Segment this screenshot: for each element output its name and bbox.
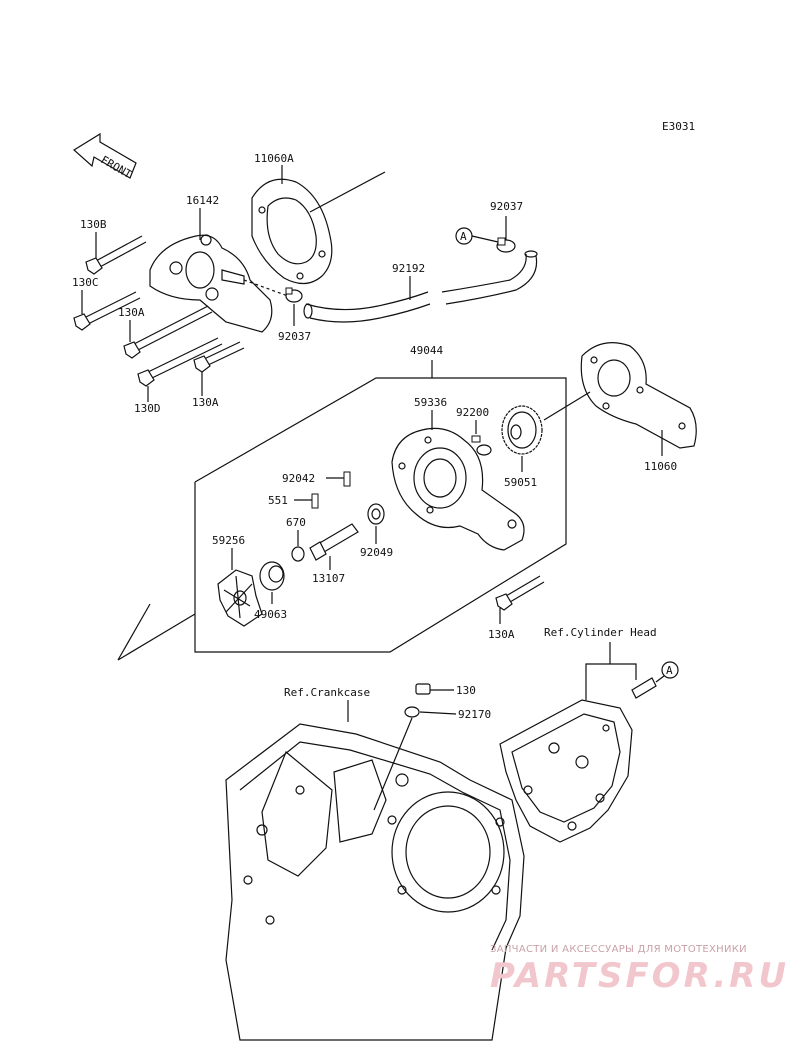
bolt-130A-upper — [123, 305, 213, 359]
label-130A-upper: 130A — [118, 306, 145, 319]
label-670: 670 — [286, 516, 306, 529]
label-551: 551 — [268, 494, 288, 507]
crankcase — [225, 723, 525, 1041]
watermark-caption: ЗАПЧАСТИ И АКСЕССУАРЫ ДЛЯ МОТОТЕХНИКИ — [490, 944, 747, 955]
bolt-130A-bottom — [495, 575, 545, 624]
label-92042: 92042 — [282, 472, 315, 485]
fitting-a-cylinder — [631, 675, 665, 699]
label-16142: 16142 — [186, 194, 219, 207]
label-130: 130 — [456, 684, 476, 697]
label-59256: 59256 — [212, 534, 245, 547]
front-label: FRONT — [99, 153, 135, 181]
label-130D: 130D — [134, 402, 161, 415]
assembly-frame-49044 — [117, 360, 567, 661]
bolt-130B — [85, 235, 147, 275]
label-92200: 92200 — [456, 406, 489, 419]
label-92049: 92049 — [360, 546, 393, 559]
label-92037-left: 92037 — [278, 330, 311, 343]
pump-body-59336 — [391, 410, 525, 551]
bolt-130C — [73, 291, 141, 331]
pin-92200 — [471, 420, 492, 456]
label-11060A: 11060A — [254, 152, 294, 165]
seal-92049 — [367, 503, 385, 544]
pin-92042 — [326, 471, 351, 487]
label-49063: 49063 — [254, 608, 287, 621]
ref-crankcase-label: Ref.Crankcase — [284, 686, 370, 699]
clamp-92037-left — [243, 279, 303, 326]
svg-text:A: A — [460, 230, 467, 243]
label-13107: 13107 — [312, 572, 345, 585]
pin-551 — [294, 493, 319, 509]
seal-49063 — [259, 561, 285, 604]
label-130C: 130C — [72, 276, 99, 289]
shaft-13107 — [309, 523, 359, 570]
diagram-code: E3031 — [662, 120, 695, 133]
cylinder-head — [499, 699, 633, 843]
clamp-92037-right — [471, 216, 516, 253]
label-130B: 130B — [80, 218, 107, 231]
svg-text:A: A — [666, 664, 673, 677]
label-130A-lower: 130A — [192, 396, 219, 409]
gasket-11060 — [580, 342, 697, 456]
label-92170: 92170 — [458, 708, 491, 721]
gasket-11060A — [251, 165, 386, 285]
pump-cover-16142 — [149, 208, 273, 333]
ref-cylinder-leader — [585, 663, 637, 700]
label-130A-bottom: 130A — [488, 628, 515, 641]
label-92192: 92192 — [392, 262, 425, 275]
callout-a-upper: A — [455, 227, 473, 245]
drain-bolt-130 — [415, 683, 454, 695]
label-49044: 49044 — [410, 344, 443, 357]
label-59336: 59336 — [414, 396, 447, 409]
label-11060: 11060 — [644, 460, 677, 473]
bolt-130D — [137, 337, 223, 387]
bolt-130A-lower — [193, 341, 245, 373]
ref-cylinder-head-label: Ref.Cylinder Head — [544, 626, 657, 639]
hose-92192 — [303, 250, 538, 323]
impeller-59256 — [217, 548, 263, 627]
watermark-brand: PARTSFOR.RU — [490, 956, 790, 996]
oring-670 — [291, 530, 305, 562]
gasket-92170 — [373, 706, 457, 811]
front-arrow-icon: FRONT — [72, 132, 137, 181]
label-59051: 59051 — [504, 476, 537, 489]
callout-a-lower: A — [661, 661, 679, 679]
gear-59051 — [501, 405, 543, 472]
label-92037-right: 92037 — [490, 200, 523, 213]
